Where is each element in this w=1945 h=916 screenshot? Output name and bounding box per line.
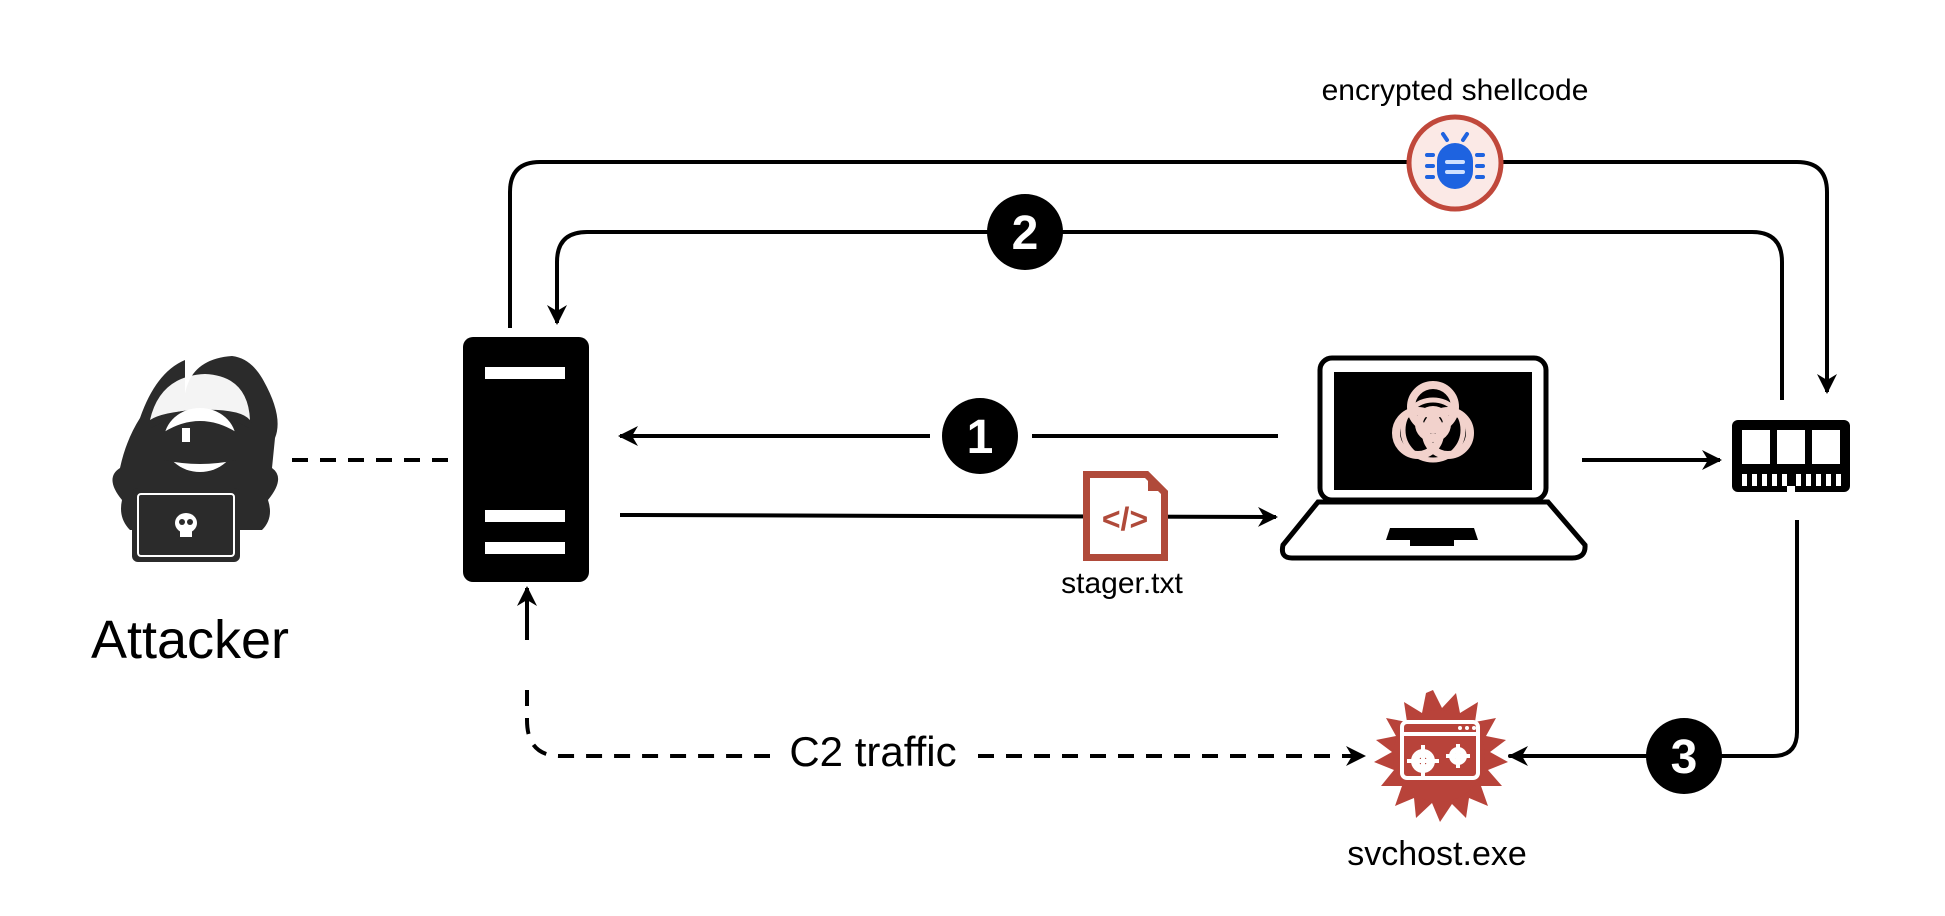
step2-arrow: [547, 230, 1784, 400]
step2-badge: 2: [987, 194, 1063, 270]
infected-laptop-icon: [1279, 355, 1588, 561]
ram-module-icon: [1732, 420, 1850, 494]
server-icon: [463, 337, 589, 582]
svchost-label: svchost.exe: [1347, 835, 1527, 873]
encrypted-shellcode-label: encrypted shellcode: [1322, 74, 1589, 107]
c2-traffic-label: C2 traffic: [789, 728, 956, 775]
step3-badge: 3: [1646, 718, 1722, 794]
connectors: [292, 160, 1837, 766]
bug-icon: [1406, 114, 1504, 212]
stager-label: stager.txt: [1061, 567, 1183, 600]
step1-badge: 1: [942, 398, 1018, 474]
step2-number: 2: [1012, 207, 1039, 260]
shellcode-delivery-arrow: [508, 160, 1837, 394]
c2-traffic-link: [525, 690, 770, 758]
biohazard-icon: [1392, 381, 1474, 463]
malware-process-icon: [1374, 690, 1508, 822]
skull-icon: [175, 513, 197, 537]
hooded-hacker-icon: [112, 356, 279, 562]
attacker-label: Attacker: [91, 610, 289, 670]
code-symbol: </>: [1102, 501, 1148, 537]
step3-number: 3: [1671, 731, 1698, 784]
stager-delivery-arrow: [619, 506, 1278, 527]
step3-arrow: [1508, 520, 1799, 758]
code-file-icon: </>: [1083, 471, 1168, 561]
step1-number: 1: [967, 411, 994, 464]
